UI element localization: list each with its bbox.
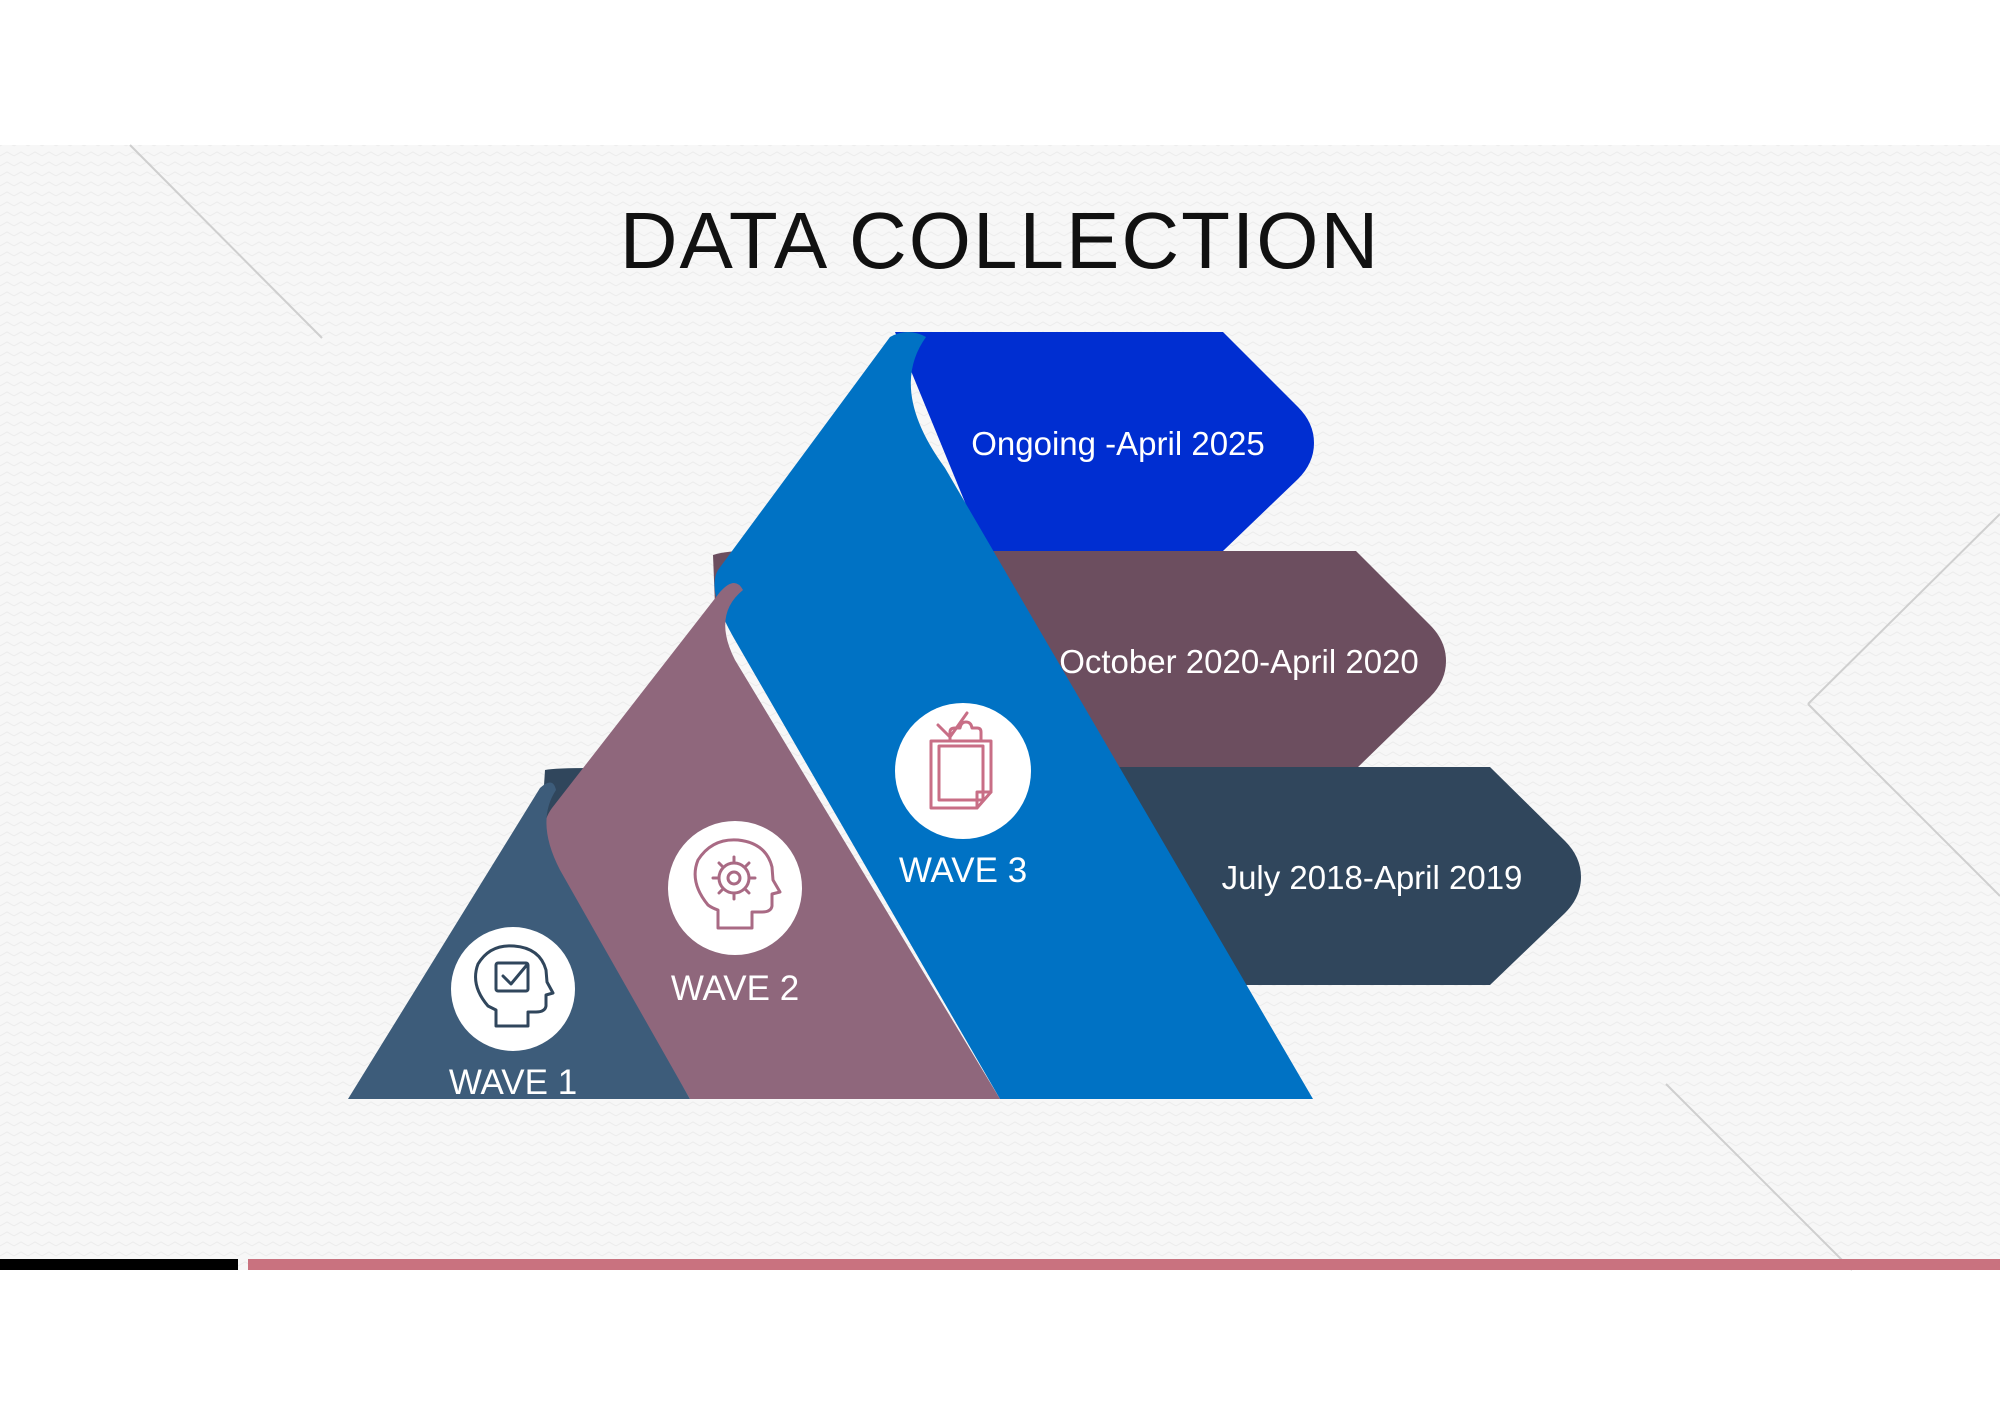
- clipboard-check-icon: [929, 711, 993, 810]
- wave3-icon-circle: [895, 703, 1031, 839]
- head-checkmark-icon: [474, 944, 555, 1028]
- page-title: DATA COLLECTION: [620, 196, 1381, 285]
- footer-black-bar: [0, 1259, 238, 1270]
- wave2-label: WAVE 2: [671, 969, 799, 1008]
- wave3-date-tab: [895, 332, 1314, 551]
- head-gear-icon: [693, 838, 782, 930]
- wave3-label: WAVE 3: [899, 851, 1027, 890]
- decorative-lines: [129, 144, 2000, 1271]
- wave3-date-label: Ongoing -April 2025: [971, 425, 1265, 462]
- wave1-date-label: July 2018-April 2019: [1222, 859, 1523, 896]
- wave1-date-tab: [1020, 767, 1581, 985]
- footer-accent-bar: [248, 1259, 2000, 1270]
- wave3-band: [714, 332, 1313, 1099]
- wave1-label: WAVE 1: [449, 1063, 577, 1102]
- wave2-date-label: October 2020-April 2020: [1059, 643, 1419, 680]
